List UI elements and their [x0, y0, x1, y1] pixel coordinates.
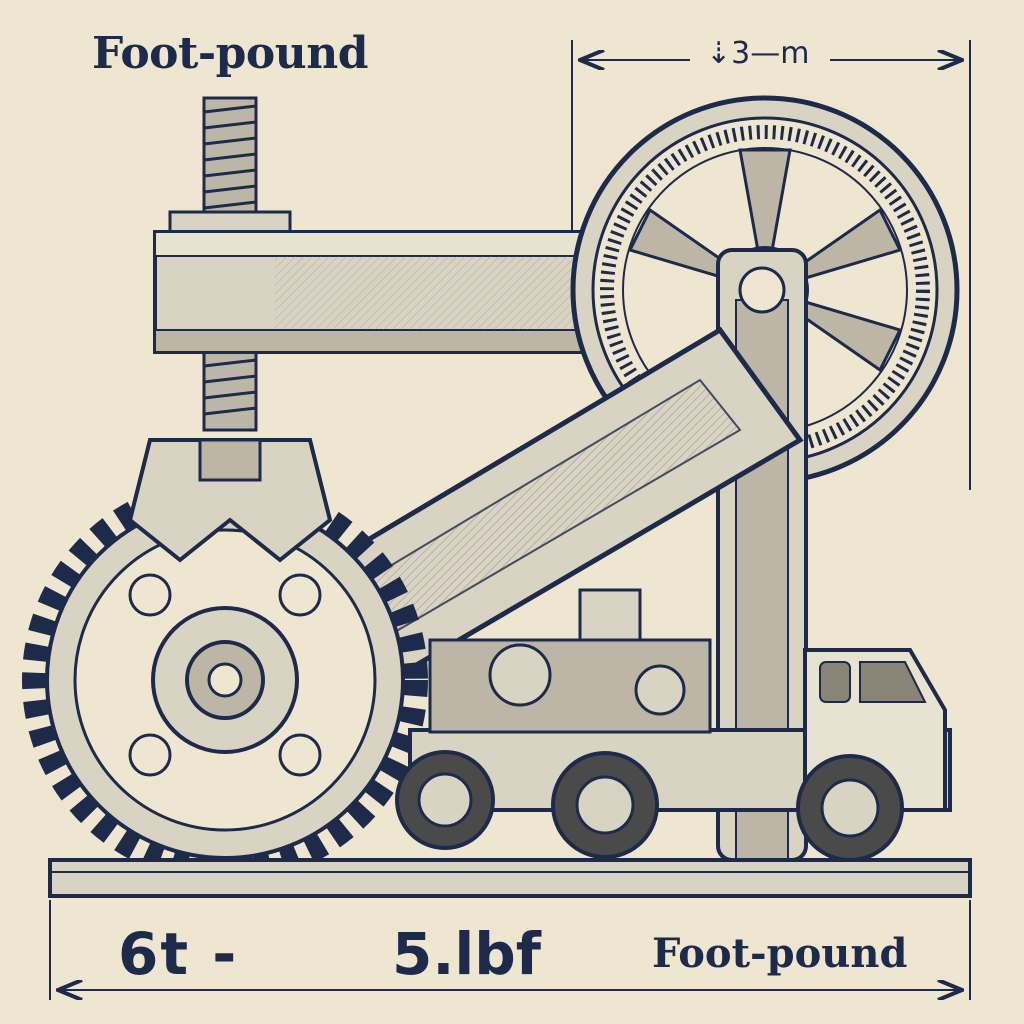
- horizontal-arm: [153, 230, 592, 354]
- top-dimension-label: ⇣3—m: [700, 36, 816, 71]
- truck-wheels: [395, 750, 904, 862]
- bottom-right-label: Foot-pound: [652, 930, 908, 977]
- threaded-screw: [168, 96, 292, 432]
- large-gear: [22, 477, 428, 883]
- truck: [395, 588, 952, 862]
- base-platform: [48, 858, 972, 898]
- clamp-jaw: [127, 438, 333, 563]
- title-label: Foot-pound: [92, 28, 368, 79]
- top-dimension-line: [571, 40, 971, 490]
- bottom-middle-label: 5.lbf: [392, 920, 542, 988]
- bottom-dimension-line: [49, 900, 971, 1000]
- bottom-left-label: 6t -: [118, 920, 239, 988]
